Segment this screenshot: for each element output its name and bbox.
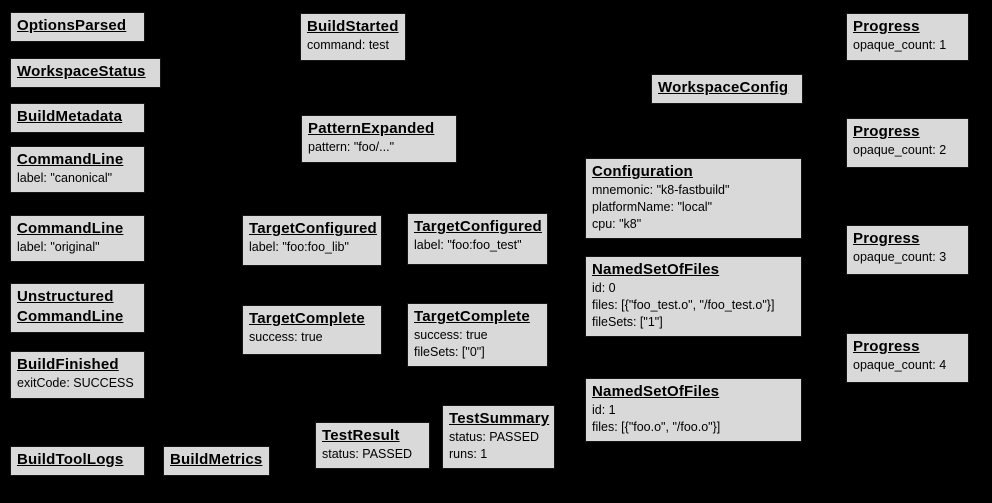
event-box-title: WorkspaceStatus — [17, 63, 146, 80]
event-box-title: Configuration — [592, 163, 693, 180]
event-box-attribute: fileSets: ["0"] — [414, 345, 485, 359]
event-box-attribute: label: "original" — [17, 240, 100, 254]
event-box-title: TestResult — [322, 427, 400, 444]
event-box-attribute: id: 0 — [592, 281, 616, 295]
event-box-attribute: status: PASSED — [449, 430, 540, 444]
event-box-progress-3: Progress opaque_count: 3 — [846, 225, 969, 275]
event-box-title: CommandLine — [17, 220, 124, 237]
event-box-target-configured-foo-test: TargetConfigured label: "foo:foo_test" — [407, 213, 548, 265]
event-box-title: Unstructured CommandLine — [17, 288, 124, 325]
event-box-progress-1: Progress opaque_count: 1 — [846, 13, 969, 61]
event-box-test-summary: TestSummary status: PASSED runs: 1 — [442, 405, 555, 469]
event-box-command-line-original: CommandLine label: "original" — [10, 215, 145, 262]
event-box-build-metrics: BuildMetrics — [163, 446, 270, 476]
event-box-named-set-of-files-1: NamedSetOfFiles id: 1 files: [{"foo.o", … — [585, 378, 802, 442]
event-box-title: BuildMetrics — [170, 451, 263, 468]
event-box-attribute: opaque_count: 4 — [853, 358, 947, 372]
event-box-unstructured-command-line: Unstructured CommandLine — [10, 283, 145, 333]
event-box-progress-4: Progress opaque_count: 4 — [846, 333, 969, 383]
event-box-title: Progress — [853, 230, 920, 247]
event-box-attribute: command: test — [307, 38, 389, 52]
event-box-attribute: files: [{"foo_test.o", "/foo_test.o"}] — [592, 298, 775, 312]
event-box-attribute: pattern: "foo/..." — [308, 140, 395, 154]
event-box-title: NamedSetOfFiles — [592, 383, 720, 400]
event-box-attribute: status: PASSED — [322, 447, 413, 461]
event-box-title: NamedSetOfFiles — [592, 261, 720, 278]
event-box-build-finished: BuildFinished exitCode: SUCCESS — [10, 351, 145, 399]
event-box-title: OptionsParsed — [17, 17, 127, 34]
event-box-build-metadata: BuildMetadata — [10, 103, 145, 133]
event-box-attribute: success: true — [249, 330, 323, 344]
event-box-attribute: opaque_count: 2 — [853, 143, 947, 157]
event-box-build-started: BuildStarted command: test — [300, 13, 406, 61]
event-box-attribute: fileSets: ["1"] — [592, 315, 663, 329]
event-box-title: TestSummary — [449, 410, 550, 427]
event-box-attribute: mnemonic: "k8-fastbuild" — [592, 183, 730, 197]
event-box-attribute: label: "foo:foo_lib" — [249, 240, 349, 254]
event-box-title: BuildToolLogs — [17, 451, 124, 468]
event-box-target-complete-foo-lib: TargetComplete success: true — [242, 305, 382, 355]
event-box-title: WorkspaceConfig — [658, 79, 789, 96]
event-box-test-result: TestResult status: PASSED — [315, 422, 430, 469]
event-box-attribute: platformName: "local" — [592, 200, 713, 214]
event-box-title: TargetComplete — [249, 310, 365, 327]
event-box-target-configured-foo-lib: TargetConfigured label: "foo:foo_lib" — [242, 215, 382, 266]
event-box-attribute: id: 1 — [592, 403, 616, 417]
event-box-title: BuildStarted — [307, 18, 399, 35]
event-box-title: CommandLine — [17, 151, 124, 168]
event-box-title: Progress — [853, 18, 920, 35]
event-box-workspace-config: WorkspaceConfig — [651, 74, 803, 104]
event-box-attribute: opaque_count: 1 — [853, 38, 947, 52]
event-box-attribute: opaque_count: 3 — [853, 250, 947, 264]
event-box-attribute: cpu: "k8" — [592, 217, 642, 231]
event-box-attribute: label: "foo:foo_test" — [414, 238, 522, 252]
event-box-command-line-canonical: CommandLine label: "canonical" — [10, 146, 145, 193]
event-box-target-complete-foo-test: TargetComplete success: true fileSets: [… — [407, 303, 548, 367]
event-box-configuration: Configuration mnemonic: "k8-fastbuild" p… — [585, 158, 802, 239]
event-box-attribute: runs: 1 — [449, 447, 488, 461]
event-box-pattern-expanded: PatternExpanded pattern: "foo/..." — [301, 115, 457, 163]
event-box-title: BuildFinished — [17, 356, 119, 373]
event-box-named-set-of-files-0: NamedSetOfFiles id: 0 files: [{"foo_test… — [585, 256, 802, 337]
event-box-build-tool-logs: BuildToolLogs — [10, 446, 145, 476]
event-box-progress-2: Progress opaque_count: 2 — [846, 118, 969, 168]
event-box-title: BuildMetadata — [17, 108, 123, 125]
event-box-workspace-status: WorkspaceStatus — [10, 58, 161, 88]
event-box-attribute: label: "canonical" — [17, 171, 113, 185]
event-box-title: Progress — [853, 123, 920, 140]
event-box-attribute: exitCode: SUCCESS — [17, 376, 134, 390]
event-box-attribute: success: true — [414, 328, 488, 342]
event-box-attribute: files: [{"foo.o", "/foo.o"}] — [592, 420, 721, 434]
event-box-title: TargetComplete — [414, 308, 530, 325]
event-box-title: PatternExpanded — [308, 120, 435, 137]
event-box-options-parsed: OptionsParsed — [10, 12, 145, 42]
event-box-title: Progress — [853, 338, 920, 355]
event-box-title: TargetConfigured — [414, 218, 542, 235]
event-box-title: TargetConfigured — [249, 220, 377, 237]
